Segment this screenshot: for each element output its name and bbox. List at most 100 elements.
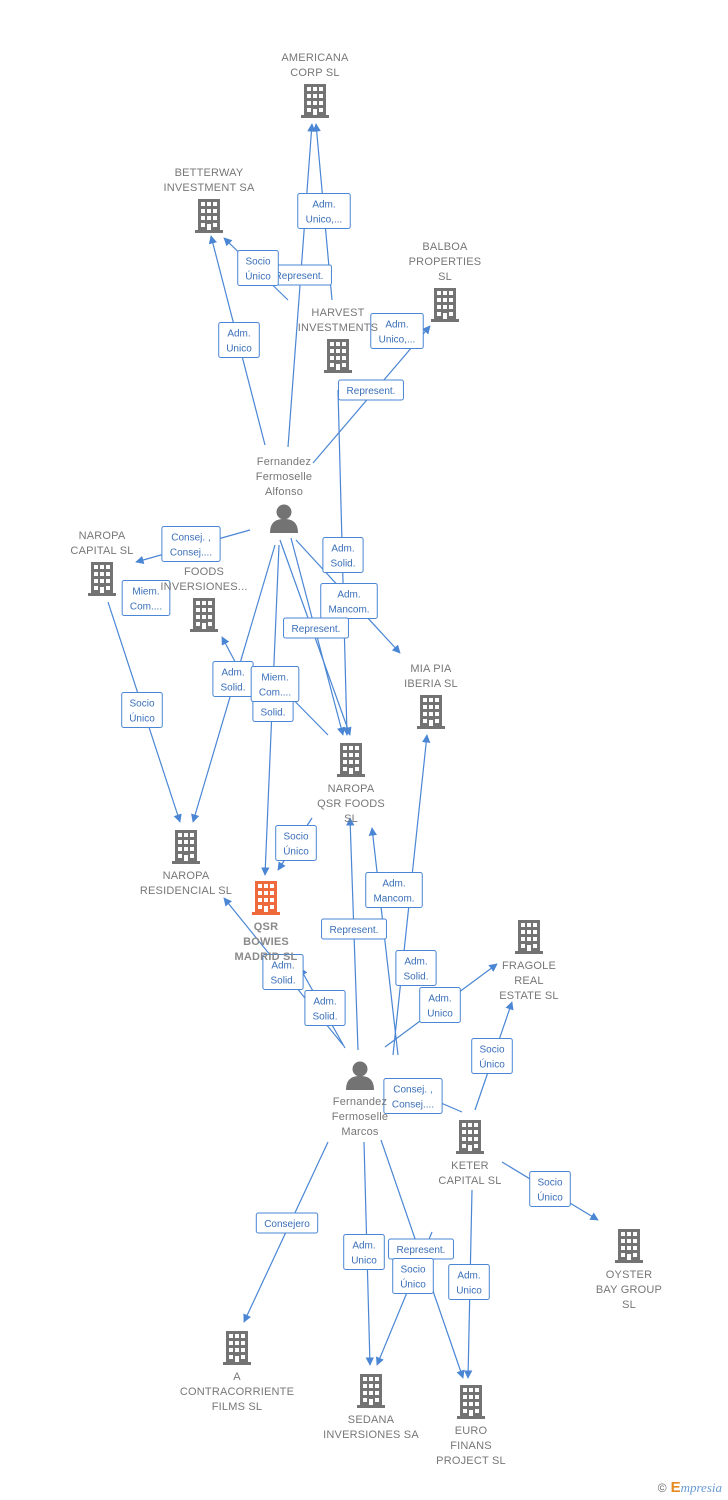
relation-label-text: Unico xyxy=(427,1009,453,1020)
relation-label-marcos-to-mia_pia[interactable]: Adm. Solid. xyxy=(395,950,437,986)
relation-label-alfonso-to-naropa_qsr[interactable]: Adm. Mancom. xyxy=(320,583,378,619)
node-label: FRAGOLE xyxy=(502,960,556,972)
relation-label-box xyxy=(237,250,279,286)
relation-label-text: Consej. , xyxy=(393,1085,432,1096)
node-label: NAROPA xyxy=(163,870,210,882)
relation-label-marcos-to-naropa_res[interactable]: Adm.Solid. xyxy=(262,954,304,990)
node-label: CONTRACORRIENTE xyxy=(180,1386,294,1398)
relation-label-box xyxy=(338,379,404,401)
relation-label-box xyxy=(529,1171,571,1207)
relation-label-text: Adm. xyxy=(221,668,244,679)
relation-label-marcos-to-qsr_bowies[interactable]: Adm.Solid. xyxy=(304,990,346,1026)
brand-footer: ©Empresia xyxy=(658,1479,722,1496)
relation-label-text: Socio xyxy=(245,257,270,268)
node-label: Fernandez xyxy=(333,1096,387,1108)
building-icon xyxy=(172,830,200,864)
building-icon xyxy=(431,288,459,322)
relation-label-marcos-to-naropa_qsr[interactable]: Represent. xyxy=(321,918,387,940)
building-icon xyxy=(456,1120,484,1154)
node-label: KETER xyxy=(451,1160,489,1172)
relation-label-marcos-to-euro_finans[interactable]: Represent. xyxy=(388,1238,454,1260)
relation-label-alfonso-to-americana[interactable]: Adm.Unico,... xyxy=(297,193,351,229)
relation-label-alfonso-to-betterway[interactable]: Adm.Unico xyxy=(218,322,260,358)
relation-label-text: Adm. xyxy=(404,957,427,968)
building-icon xyxy=(357,1374,385,1408)
relation-label-box xyxy=(250,666,300,702)
relation-label-naropa_qsr-to-foods_inv[interactable]: Miem.Com.... xyxy=(250,666,300,702)
node-label: BETTERWAY xyxy=(175,167,244,179)
node-naropa-res[interactable]: NAROPA RESIDENCIAL SL xyxy=(140,830,232,897)
relation-label-keter-to-euro_finans[interactable]: Adm.Unico xyxy=(448,1264,490,1300)
relation-label-alfonso-to-naropa_res[interactable]: Adm.Solid. xyxy=(212,661,254,697)
relation-label-naropa_res-to-foods_inv[interactable]: Miem.Com.... xyxy=(121,580,171,616)
node-label: SEDANA xyxy=(348,1414,395,1426)
relation-label-alfonso-to-naropa_qsr[interactable]: Represent. xyxy=(283,617,349,639)
relation-label-text: Unico,... xyxy=(306,215,343,226)
relation-label-text: Mancom. xyxy=(328,605,369,616)
relation-label-alfonso-to-naropa_capital[interactable]: Consej. ,Consej.... xyxy=(161,526,221,562)
relation-label-box xyxy=(283,617,349,639)
relation-label-text: Com.... xyxy=(259,688,291,699)
relation-label-text: Unico,... xyxy=(379,335,416,346)
relation-label-box xyxy=(161,526,221,562)
relation-label-keter-to-naropa_qsr[interactable]: Consej. ,Consej.... xyxy=(383,1078,443,1114)
relation-label-box xyxy=(121,580,171,616)
relation-label-text: Adm. xyxy=(271,961,294,972)
relation-label-text: Represent. xyxy=(397,1245,446,1256)
relation-label-marcos-to-sedana[interactable]: Adm.Unico xyxy=(343,1234,385,1270)
relation-label-text: Único xyxy=(283,845,309,858)
relation-label-text: Consejero xyxy=(264,1219,310,1230)
relation-label-marcos-to-fragole[interactable]: Adm.Unico xyxy=(419,987,461,1023)
node-label: INVERSIONES SA xyxy=(323,1429,419,1441)
relation-label-box xyxy=(383,1078,443,1114)
relation-label-text: Solid. xyxy=(403,972,428,983)
relation-label-box xyxy=(392,1258,434,1294)
relation-label-harvest-to-naropa_qsr[interactable]: Represent. xyxy=(338,379,404,401)
relation-label-box xyxy=(304,990,346,1026)
relation-label-text: Adm. xyxy=(337,590,360,601)
node-foods-inv[interactable]: FOODSINVERSIONES... xyxy=(160,566,247,632)
relation-label-text: Represent. xyxy=(330,925,379,936)
node-label: MIA PIA xyxy=(410,663,452,675)
node-sedana[interactable]: SEDANA INVERSIONES SA xyxy=(323,1374,419,1441)
person-icon xyxy=(270,504,298,533)
relation-label-text: Socio xyxy=(537,1178,562,1189)
relation-label-marcos-to-contracorriente[interactable]: Consejero xyxy=(255,1212,319,1234)
relation-label-text: Com.... xyxy=(130,602,162,613)
node-label: BALBOA xyxy=(422,241,468,253)
node-label: NAROPA xyxy=(79,530,126,542)
node-label: PROJECT SL xyxy=(436,1455,506,1467)
relation-label-alfonso-to-mia_pia[interactable]: Adm.Solid. xyxy=(322,537,364,573)
node-label: REAL xyxy=(514,975,544,987)
node-label: RESIDENCIAL SL xyxy=(140,885,232,897)
building-icon xyxy=(223,1331,251,1365)
relation-label-text: Socio xyxy=(400,1265,425,1276)
building-icon xyxy=(190,598,218,632)
node-label: Marcos xyxy=(341,1126,379,1138)
relation-label-marcos-to-naropa_qsr[interactable]: Adm.Mancom. xyxy=(365,872,423,908)
relation-label-alfonso-to-balboa[interactable]: Adm.Unico,... xyxy=(370,313,424,349)
